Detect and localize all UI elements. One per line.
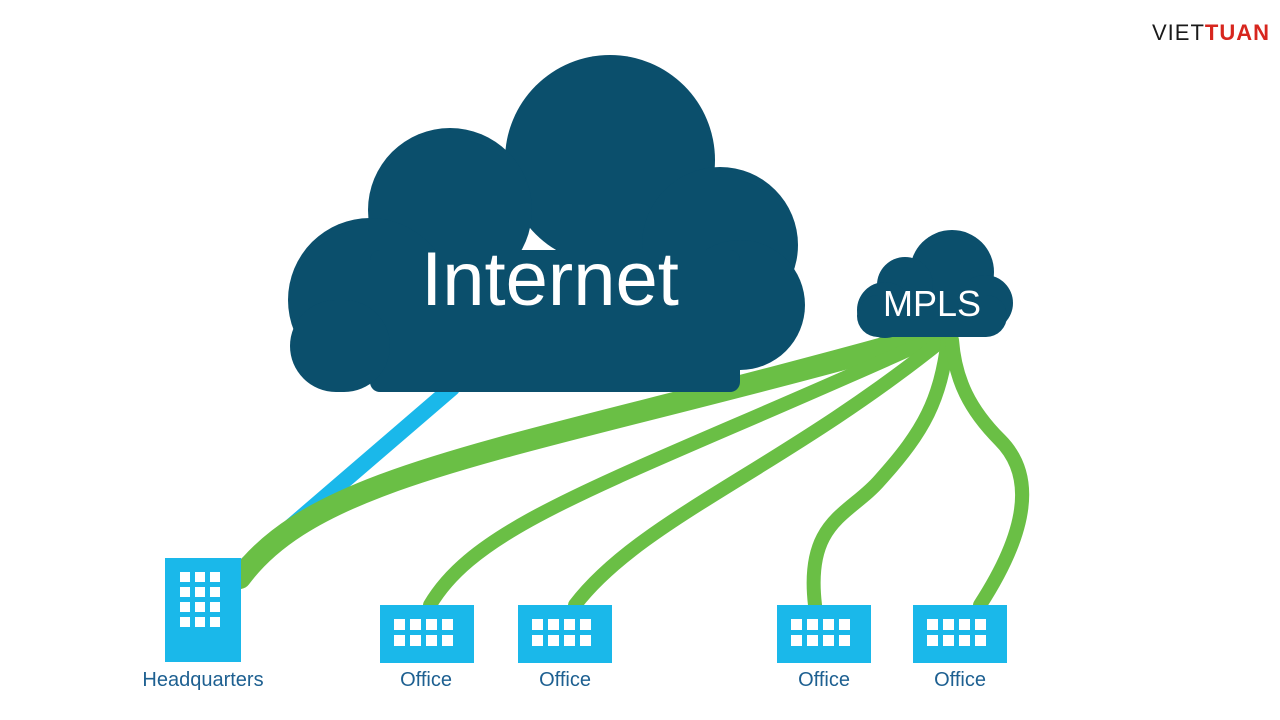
office-building-icon-1 — [380, 605, 474, 663]
brand-logo-part1: VIET — [1151, 20, 1205, 45]
mpls-cloud-label: MPLS — [882, 283, 982, 324]
mpls-link-office-1 — [423, 333, 937, 612]
headquarters-building-icon — [165, 558, 241, 662]
office-label-3: Office — [798, 669, 850, 691]
headquarters-label: Headquarters — [142, 669, 264, 691]
mpls-link-office-3 — [806, 333, 955, 612]
mpls-link-office-2 — [568, 335, 947, 612]
brand-logo-part2: TUAN — [1204, 20, 1270, 45]
mpls-link-office-4 — [945, 333, 1030, 612]
office-building-icon-2 — [518, 605, 612, 663]
mpls-cloud — [857, 230, 1013, 338]
office-label-2: Office — [539, 669, 591, 691]
mpls-links — [229, 327, 1030, 612]
internet-cloud-label: Internet — [421, 237, 679, 322]
office-label-1: Office — [400, 669, 452, 691]
office-building-icon-4 — [913, 605, 1007, 663]
office-building-icon-3 — [777, 605, 871, 663]
internet-cloud — [288, 55, 805, 392]
mpls-link-headquarters — [229, 327, 931, 589]
brand-logo: VIETTUAN — [1152, 22, 1270, 44]
office-label-4: Office — [934, 669, 986, 691]
